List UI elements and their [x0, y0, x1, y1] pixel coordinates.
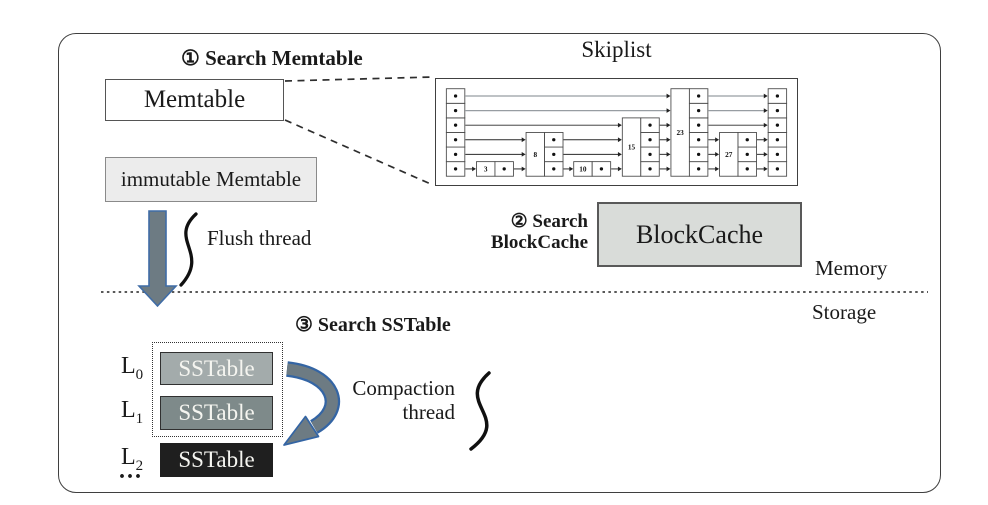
step2-heading: ② Search BlockCache	[450, 211, 588, 253]
level-1-label: L1	[121, 397, 144, 427]
skiplist-diagram: 3 8 10 15 23 27	[445, 88, 788, 177]
step2-line1: ② Search	[510, 211, 588, 232]
immutable-memtable-label: immutable Memtable	[120, 167, 302, 191]
svg-text:10: 10	[579, 165, 587, 173]
sstable-box-l1: SSTable	[160, 396, 273, 430]
compaction-thread-label: Compaction thread	[336, 376, 455, 424]
flush-thread-label: Flush thread	[207, 226, 312, 250]
svg-text:8: 8	[533, 151, 537, 159]
step1-heading: ① Search Memtable	[181, 46, 363, 70]
memtable-label: Memtable	[143, 86, 246, 113]
skiplist-title: Skiplist	[581, 37, 652, 62]
level-2-label: L2	[121, 444, 144, 474]
svg-text:27: 27	[725, 151, 733, 159]
sstable-l0-label: SSTable	[178, 355, 255, 381]
immutable-memtable-box: immutable Memtable	[105, 157, 317, 202]
sstable-box-l0: SSTable	[160, 352, 273, 385]
svg-text:23: 23	[677, 129, 685, 137]
step3-heading: ③ Search SSTable	[295, 314, 451, 336]
compaction-line1: Compaction	[352, 376, 455, 400]
sstable-l2-label: SSTable	[178, 447, 255, 472]
svg-text:3: 3	[484, 165, 488, 173]
level-0-label: L0	[121, 353, 144, 383]
memtable-box: Memtable	[105, 79, 284, 121]
blockcache-box: BlockCache	[597, 202, 802, 267]
skiplist-box: 3 8 10 15 23 27	[435, 78, 798, 186]
blockcache-label: BlockCache	[635, 219, 764, 249]
more-levels-ellipsis: ...	[119, 458, 143, 484]
sstable-compaction-group-outline	[152, 342, 283, 437]
step2-line2: BlockCache	[490, 232, 588, 253]
svg-text:15: 15	[628, 144, 636, 152]
memory-region-label: Memory	[815, 256, 888, 280]
sstable-box-l2: SSTable	[160, 443, 273, 477]
sstable-l1-label: SSTable	[178, 400, 255, 425]
storage-region-label: Storage	[812, 300, 877, 324]
compaction-line2: thread	[402, 400, 455, 424]
